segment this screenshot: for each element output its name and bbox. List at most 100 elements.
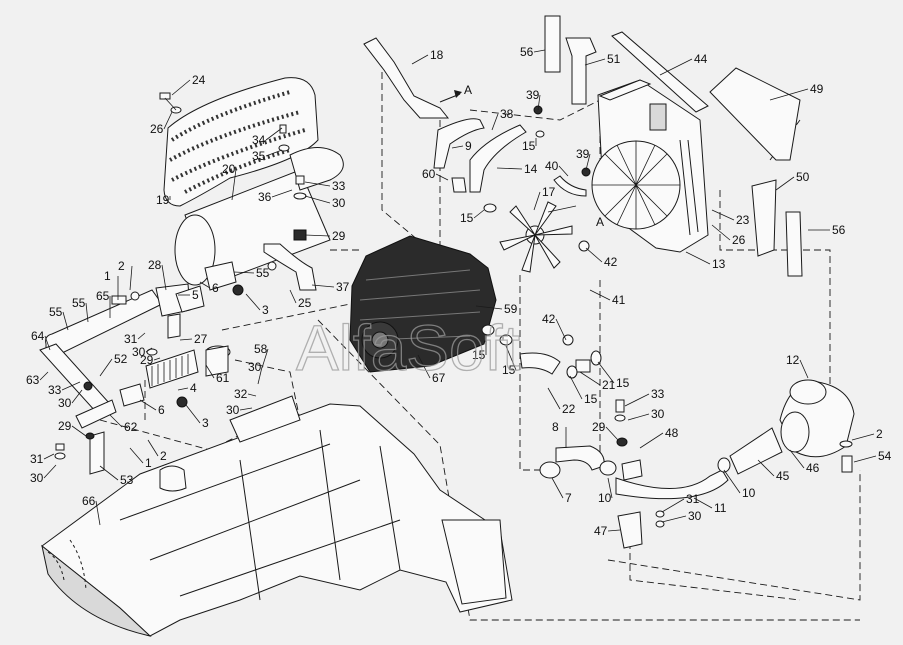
part-number-callout: 31 xyxy=(124,332,138,346)
leader-line xyxy=(799,359,809,379)
leader-line xyxy=(789,449,805,469)
leader-line xyxy=(435,173,449,181)
part-number-callout: 58 xyxy=(254,342,268,356)
part-number-callout: 13 xyxy=(712,257,726,271)
leader-line xyxy=(496,167,523,170)
radiator xyxy=(591,79,709,253)
leader-line xyxy=(139,399,157,411)
leader-line xyxy=(411,54,429,65)
part-number-callout: 30 xyxy=(688,509,702,523)
leader-line xyxy=(661,498,685,513)
part-number-callout: 15 xyxy=(472,348,486,362)
leader-line xyxy=(44,335,51,351)
part-number-callout: 56 xyxy=(832,223,846,237)
part-number-callout: 45 xyxy=(776,469,790,483)
muffler xyxy=(174,147,344,291)
part-number-callout: 55 xyxy=(49,305,63,319)
leader-line xyxy=(851,433,875,441)
leader-line xyxy=(607,477,613,499)
part-number-callout: 31 xyxy=(30,452,44,466)
part-number-callout: 32 xyxy=(234,387,248,401)
part-number-callout: 3 xyxy=(202,416,209,430)
leader-line xyxy=(205,364,215,379)
part-number-callout: 6 xyxy=(212,281,219,295)
leader-line xyxy=(304,181,331,187)
air-intake-assembly xyxy=(539,379,855,549)
leader-line xyxy=(177,387,189,391)
leader-line xyxy=(711,209,735,221)
leader-line xyxy=(491,113,499,131)
leader-line xyxy=(43,453,55,460)
part-number-callout: 49 xyxy=(810,82,824,96)
part-number-callout: 30 xyxy=(58,396,72,410)
part-number-callout: 40 xyxy=(545,159,559,173)
part-number-callout: 62 xyxy=(124,420,138,434)
leader-line xyxy=(257,366,263,385)
part-number-callout: 65 xyxy=(96,289,110,303)
leader-line xyxy=(627,413,650,421)
leader-line xyxy=(85,302,89,323)
leader-line xyxy=(271,189,293,198)
part-number-callout: 2 xyxy=(160,449,167,463)
leader-line xyxy=(537,94,541,111)
part-number-callout: 30 xyxy=(651,407,665,421)
part-number-callout: 1 xyxy=(145,456,152,470)
part-number-callout: 17 xyxy=(542,185,556,199)
part-number-callout: 67 xyxy=(432,371,446,385)
part-number-callout: 4 xyxy=(190,381,197,395)
part-number-callout: 66 xyxy=(82,494,96,508)
leader-line xyxy=(304,234,331,237)
part-number-callout: 31 xyxy=(686,492,700,506)
leader-line xyxy=(99,465,119,481)
part-number-callout: 44 xyxy=(694,52,708,66)
bolt-24 xyxy=(159,92,182,114)
part-number-callout: 9 xyxy=(465,139,472,153)
leader-line xyxy=(533,191,541,211)
leader-line xyxy=(137,332,146,340)
part-number-callout: 37 xyxy=(336,280,350,294)
watermark: AlfaSoft xyxy=(296,312,520,384)
mounting-brackets xyxy=(544,15,803,277)
leader-line xyxy=(265,149,283,157)
part-number-callout: 50 xyxy=(796,170,810,184)
part-number-callout: 29 xyxy=(140,353,154,367)
part-number-callout: 29 xyxy=(58,419,72,433)
leader-line xyxy=(39,371,49,381)
leader-line xyxy=(199,281,211,289)
leader-line xyxy=(153,357,161,361)
part-number-callout: 33 xyxy=(332,179,346,193)
part-number-callout: 56 xyxy=(520,45,534,59)
leader-line xyxy=(555,318,567,341)
part-number-callout: 30 xyxy=(332,196,346,210)
part-number-callout: 30 xyxy=(248,360,262,374)
leader-line xyxy=(533,49,546,53)
part-number-callout: 11 xyxy=(714,501,727,515)
leader-line xyxy=(61,381,81,391)
leader-line xyxy=(247,393,257,397)
leader-line xyxy=(711,224,731,241)
leader-line xyxy=(579,371,601,386)
leader-line xyxy=(95,500,101,526)
part-number-callout: 22 xyxy=(562,402,576,416)
part-number-callout: 26 xyxy=(732,233,746,247)
radiator-hoses xyxy=(433,105,591,213)
leader-line xyxy=(723,469,741,494)
leader-line xyxy=(147,439,159,457)
part-number-callout: 55 xyxy=(72,296,86,310)
leader-line xyxy=(163,111,173,130)
leader-line xyxy=(853,455,877,463)
part-number-callout: 33 xyxy=(651,387,665,401)
part-number-callout: 52 xyxy=(114,352,128,366)
part-number-callout: 61 xyxy=(216,371,230,385)
part-number-callout: 64 xyxy=(31,329,45,343)
part-number-callout: 33 xyxy=(48,383,62,397)
part-number-callout: 27 xyxy=(194,332,208,346)
part-number-callout: 15 xyxy=(522,139,536,153)
part-number-callout: 1 xyxy=(104,269,111,283)
leader-line xyxy=(417,354,431,379)
leader-line xyxy=(129,447,144,464)
part-number-callout: 30 xyxy=(30,471,44,485)
